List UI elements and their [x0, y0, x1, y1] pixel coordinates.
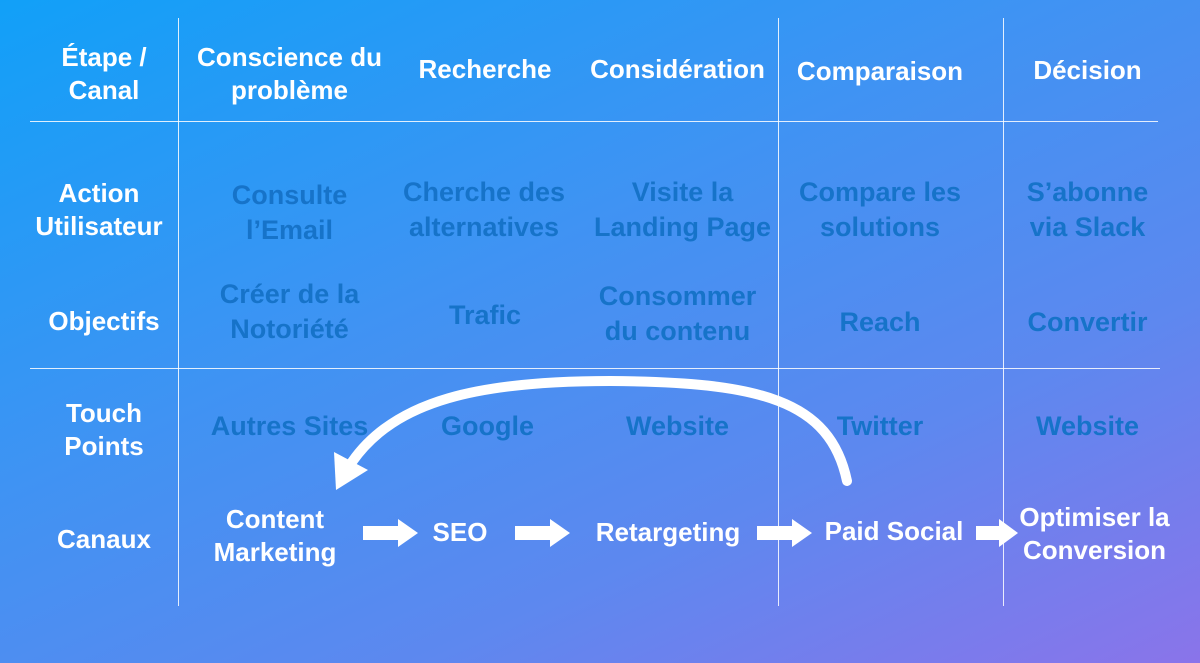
arrow-right-icon [976, 519, 1018, 547]
action-value-comparaison: Compare les solutions [798, 177, 962, 242]
action-value-recherche: Cherche des alternatives [402, 177, 566, 242]
arrow-right-icon [363, 519, 418, 547]
touchpoint-value-comparaison: Twitter [836, 410, 924, 441]
divider-row-header [30, 121, 1158, 122]
canal-paid-social: Paid Social [824, 516, 964, 547]
row-label-canaux: Canaux [57, 524, 151, 555]
divider-col-4 [778, 18, 779, 606]
action-value-consideration: Visite la Landing Page [593, 177, 772, 242]
stage-header-comparaison: Comparaison [796, 56, 964, 87]
divider-col-5 [1003, 18, 1004, 606]
loop-arrowhead-icon [334, 452, 368, 490]
row-label-touchpoints: Touch Points [64, 397, 144, 461]
row-label-objectifs: Objectifs [48, 306, 160, 337]
canal-content-marketing: Content Marketing [213, 503, 337, 567]
objectif-value-decision: Convertir [1027, 306, 1148, 337]
touchpoint-value-consideration: Website [625, 410, 730, 441]
divider-row-objectifs [30, 368, 1160, 369]
touchpoint-value-decision: Website [1035, 410, 1140, 441]
action-value-conscience: Consulte l’Email [231, 180, 348, 245]
stage-header-conscience: Conscience du problème [197, 41, 382, 105]
row-label-action: Action Utilisateur [35, 177, 163, 241]
objectif-value-consideration: Consommer du contenu [598, 281, 757, 346]
canal-retargeting: Retargeting [595, 517, 741, 548]
objectif-value-comparaison: Reach [839, 306, 921, 337]
stage-header-decision: Décision [1033, 55, 1142, 86]
objectif-value-conscience: Créer de la Notoriété [219, 279, 360, 344]
arrow-right-icon [515, 519, 570, 547]
objectif-value-recherche: Trafic [448, 299, 522, 330]
action-value-decision: S’abonne via Slack [1026, 177, 1149, 242]
stage-header-consideration: Considération [590, 54, 765, 85]
canal-seo: SEO [432, 517, 488, 548]
stage-header-recherche: Recherche [418, 54, 552, 85]
corner-label: Étape / Canal [61, 41, 147, 105]
touchpoint-value-conscience: Autres Sites [210, 410, 369, 441]
canal-optimiser-conversion: Optimiser la Conversion [1019, 501, 1170, 565]
arrow-right-icon [757, 519, 812, 547]
touchpoint-value-recherche: Google [441, 410, 534, 441]
loop-arrow-icon [347, 375, 852, 486]
divider-col-1 [178, 18, 179, 606]
